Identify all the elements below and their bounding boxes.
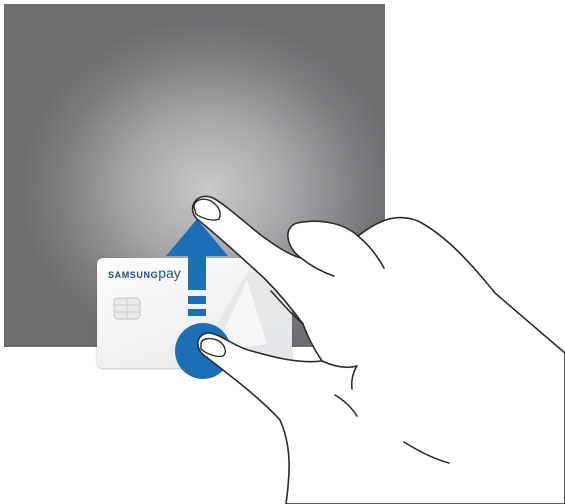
hand-gesture-icon [193, 196, 565, 504]
